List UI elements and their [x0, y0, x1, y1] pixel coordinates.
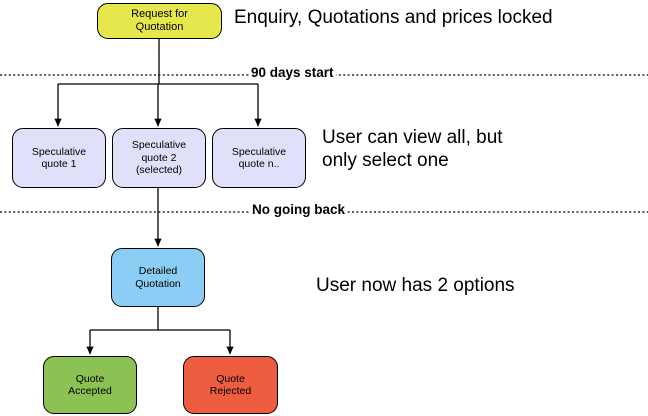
node-request-for-quotation[interactable]: Request for Quotation — [97, 3, 222, 39]
node-quote-rejected[interactable]: Quote Rejected — [183, 356, 278, 414]
node-detailed-quotation[interactable]: Detailed Quotation — [111, 248, 205, 307]
node-quote-accepted[interactable]: Quote Accepted — [43, 356, 137, 414]
node-quote-accepted-label: Quote Accepted — [68, 372, 112, 397]
node-speculative-quote-2-label: Speculative quote 2 (selected) — [131, 139, 187, 177]
annotation-view-all: User can view all, but only select one — [322, 127, 503, 172]
phase-label-no-going-back: No going back — [250, 202, 348, 217]
node-speculative-quote-1[interactable]: Speculative quote 1 — [12, 128, 106, 188]
node-detailed-quotation-label: Detailed Quotation — [135, 265, 181, 290]
node-request-for-quotation-label: Request for Quotation — [131, 8, 188, 33]
phase-label-90-days-start: 90 days start — [249, 65, 336, 80]
annotation-enquiry: Enquiry, Quotations and prices locked — [234, 7, 553, 28]
annotation-two-options: User now has 2 options — [316, 275, 515, 296]
node-quote-rejected-label: Quote Rejected — [209, 372, 252, 397]
node-speculative-quote-2[interactable]: Speculative quote 2 (selected) — [112, 128, 206, 188]
node-speculative-quote-n[interactable]: Speculative quote n.. — [212, 128, 306, 188]
node-speculative-quote-n-label: Speculative quote n.. — [231, 145, 287, 170]
node-speculative-quote-1-label: Speculative quote 1 — [31, 145, 87, 170]
